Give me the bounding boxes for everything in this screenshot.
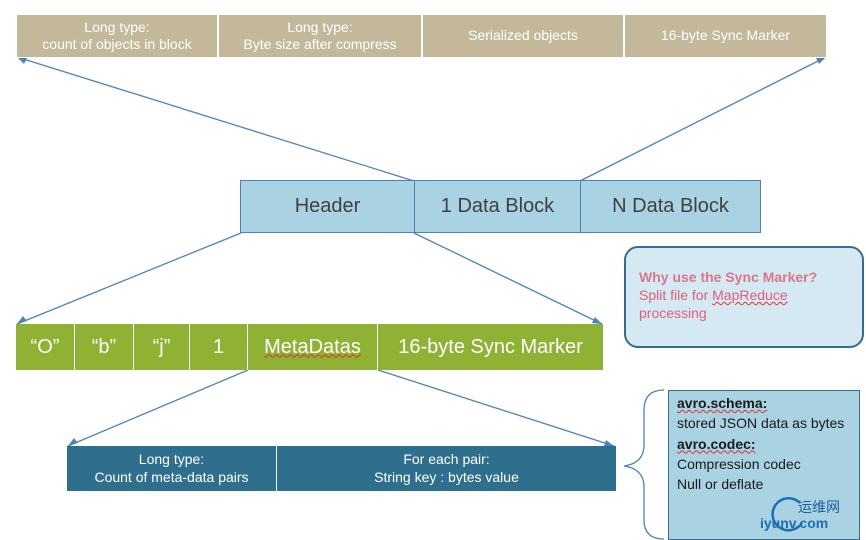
connector-header-left — [16, 232, 242, 325]
meta-pair-cell: For each pair: String key : bytes value — [277, 446, 616, 491]
block-size-cell: Long type: Byte size after compress — [218, 14, 422, 58]
watermark-bottom: iyunv.com — [760, 515, 829, 531]
watermark-swirl-icon — [771, 496, 804, 532]
sync-question: Why use the Sync Marker? — [639, 269, 818, 285]
watermark: 运维网 iyunv.com — [760, 495, 864, 537]
metadatas-label: MetaDatas — [264, 335, 361, 358]
connector-meta-left — [67, 369, 249, 447]
sync-answer: Split file for MapReduce processing — [639, 286, 850, 322]
connector-meta-right — [377, 369, 615, 447]
metadatas-cell: MetaDatas — [248, 324, 378, 370]
block-sync-marker-cell: 16-byte Sync Marker — [624, 14, 827, 58]
file-layout-row: Header 1 Data Block N Data Block — [240, 180, 761, 233]
codec-line-2: Null or deflate — [677, 476, 764, 493]
block-detail-row: Long type: count of objects in block Lon… — [16, 14, 827, 58]
codec-line-1: Compression codec — [677, 455, 801, 472]
sync-answer-suffix: processing — [639, 305, 707, 322]
version-cell: 1 — [190, 324, 248, 370]
magic-o-cell: “O” — [16, 324, 75, 370]
header-layout-row: “O” “b” “j” 1 MetaDatas 16-byte Sync Mar… — [16, 324, 603, 370]
serialized-objects-cell: Serialized objects — [422, 14, 624, 58]
schema-key: avro.schema: — [677, 395, 768, 411]
connector-block-right — [579, 56, 827, 182]
file-header-cell: Header — [241, 181, 415, 232]
block-count-cell: Long type: count of objects in block — [16, 14, 218, 58]
first-data-block-cell: 1 Data Block — [415, 181, 581, 232]
magic-j-cell: “j” — [134, 324, 190, 370]
bracket — [623, 389, 665, 540]
n-data-block-cell: N Data Block — [581, 181, 760, 232]
sync-answer-link: MapReduce — [712, 287, 788, 304]
schema-desc: stored JSON data as bytes — [677, 415, 845, 432]
connector-block-left — [16, 56, 415, 182]
watermark-top: 运维网 — [798, 499, 840, 515]
sync-answer-prefix: Split file for — [639, 287, 713, 304]
metadata-keys-box: avro.schema: stored JSON data as bytes a… — [668, 390, 860, 540]
sync-marker-callout: Why use the Sync Marker? Split file for … — [624, 246, 864, 348]
metadata-layout-row: Long type: Count of meta-data pairs For … — [67, 446, 616, 491]
connector-header-right — [413, 232, 603, 325]
codec-key: avro.codec: — [677, 435, 756, 452]
meta-count-cell: Long type: Count of meta-data pairs — [67, 446, 277, 491]
magic-b-cell: “b” — [75, 324, 134, 370]
header-sync-marker-cell: 16-byte Sync Marker — [378, 324, 603, 370]
